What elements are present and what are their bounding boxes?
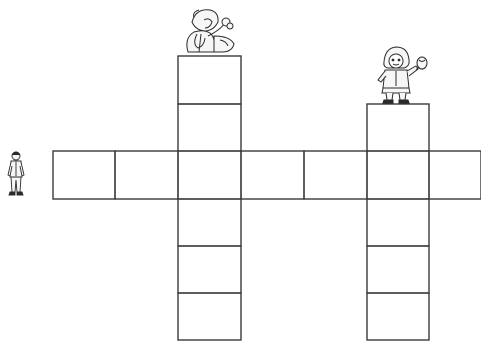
across-row bbox=[53, 151, 481, 199]
grid-cell-across-4[interactable] bbox=[241, 151, 304, 199]
grid-cell-down2-5[interactable] bbox=[367, 293, 429, 340]
grid-cell-down1-1[interactable] bbox=[178, 56, 241, 104]
down-column-2 bbox=[367, 104, 429, 340]
grid-cell-across-6[interactable] bbox=[367, 151, 429, 199]
grid-cell-down1-5[interactable] bbox=[178, 246, 241, 293]
grid-cell-down1-4[interactable] bbox=[178, 199, 241, 246]
boy-standing-figure bbox=[8, 152, 24, 195]
girl-with-maraca-figure bbox=[378, 47, 427, 103]
grid-cell-across-1[interactable] bbox=[53, 151, 115, 199]
grid-cell-across-7[interactable] bbox=[429, 151, 481, 199]
grid-cell-down1-6[interactable] bbox=[178, 293, 241, 340]
person-with-stethoscope-figure bbox=[187, 10, 234, 52]
grid-cell-down1-2[interactable] bbox=[178, 104, 241, 151]
down-column-1 bbox=[178, 56, 241, 340]
grid-cell-down2-3[interactable] bbox=[367, 199, 429, 246]
grid-cell-across-2[interactable] bbox=[115, 151, 178, 199]
grid-cell-down2-4[interactable] bbox=[367, 246, 429, 293]
grid-cell-across-3[interactable] bbox=[178, 151, 241, 199]
grid-cell-down2-1[interactable] bbox=[367, 104, 429, 151]
grid-cell-across-5[interactable] bbox=[304, 151, 367, 199]
